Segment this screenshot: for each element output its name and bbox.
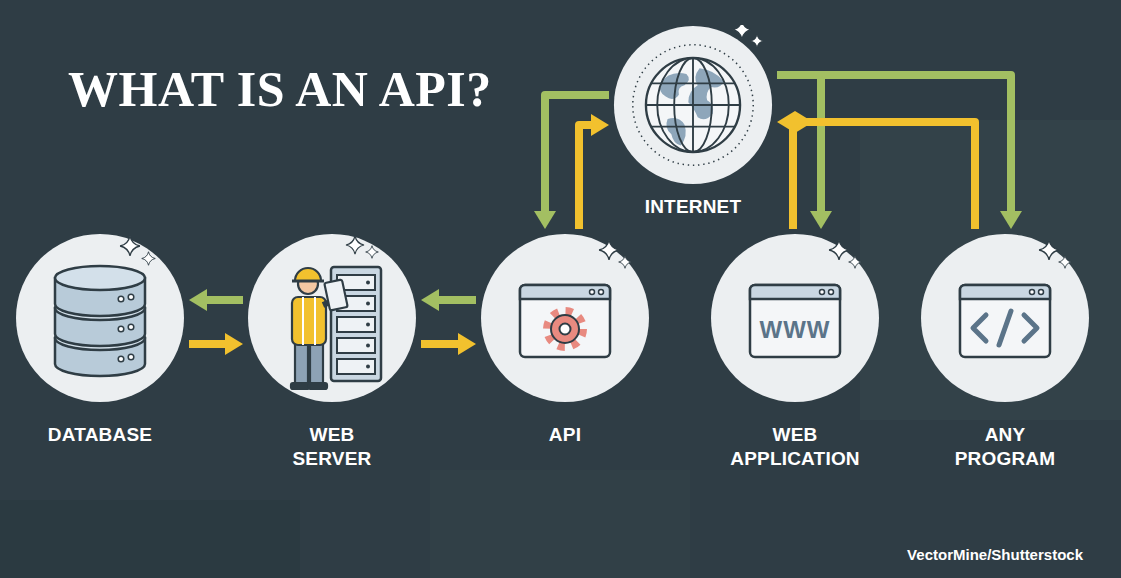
- icon-text: WWW: [760, 317, 831, 343]
- background-panel: [0, 500, 300, 578]
- label-slot: WEB SERVER: [293, 423, 372, 471]
- icon-graphic: [960, 240, 1071, 357]
- node-label: INTERNET: [645, 195, 742, 219]
- circle-outline: [921, 234, 1089, 402]
- program-node: ANY PROGRAM: [920, 233, 1090, 403]
- title-slot: WHAT IS AN API?: [68, 64, 492, 114]
- node-label: API: [549, 423, 581, 447]
- flow-arrow: [189, 340, 225, 348]
- internet-node: INTERNET: [613, 25, 773, 185]
- background-panel: [860, 120, 1121, 420]
- icon-graphic: [291, 236, 381, 389]
- label-slot: DATABASE: [48, 423, 152, 447]
- flow-arrow: [207, 296, 243, 304]
- node-icon: [480, 233, 650, 403]
- node-label: WEB SERVER: [293, 423, 372, 471]
- image-credit: VectorMine/Shutterstock: [907, 546, 1083, 564]
- web-server-node: WEB SERVER: [247, 233, 417, 403]
- flow-arrow: [793, 122, 795, 229]
- circle-outline: [481, 234, 649, 402]
- label-slot: VectorMine/Shutterstock: [907, 546, 1083, 564]
- web-application-node: WEB APPLICATIONWWW: [710, 233, 880, 403]
- node-label: ANY PROGRAM: [955, 423, 1056, 471]
- icon-graphic: [55, 236, 155, 376]
- circle-outline: [711, 234, 879, 402]
- label-slot: WWW: [760, 317, 831, 343]
- flow-arrow: [777, 75, 821, 211]
- icon-graphic: [750, 240, 861, 357]
- node-icon: [920, 233, 1090, 403]
- diagram-title: WHAT IS AN API?: [68, 64, 492, 114]
- label-slot: WEB APPLICATION: [730, 423, 860, 471]
- circle-outline: [16, 234, 184, 402]
- database-node: DATABASE: [15, 233, 185, 403]
- background-panel: [430, 470, 690, 578]
- flow-arrow: [421, 340, 458, 348]
- api-node: API: [480, 233, 650, 403]
- label-slot: API: [549, 423, 581, 447]
- node-label: WEB APPLICATION: [730, 423, 860, 471]
- icon-graphic: [633, 20, 763, 165]
- circle-outline: [248, 234, 416, 402]
- node-icon: [613, 25, 773, 185]
- flow-arrow: [579, 125, 591, 229]
- label-slot: ANY PROGRAM: [955, 423, 1056, 471]
- label-slot: INTERNET: [645, 195, 742, 219]
- node-label: DATABASE: [48, 423, 152, 447]
- node-icon: [247, 233, 417, 403]
- node-icon: [15, 233, 185, 403]
- flow-arrow: [795, 122, 975, 229]
- flow-arrow: [439, 296, 476, 304]
- icon-graphic: [520, 240, 631, 357]
